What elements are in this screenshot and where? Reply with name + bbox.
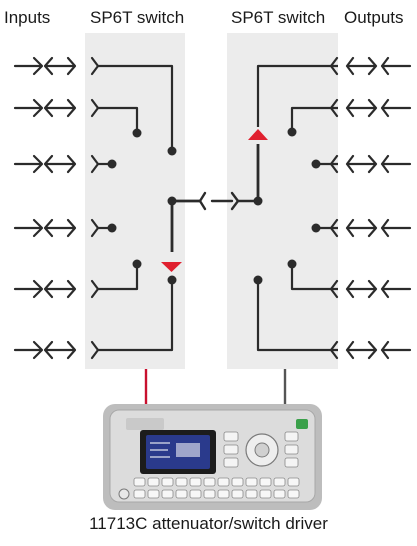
output-connector-icon <box>329 98 412 118</box>
inputs-label: Inputs <box>4 8 51 27</box>
instrument-icon <box>103 404 322 510</box>
outputs-label: Outputs <box>344 8 404 27</box>
output-connector-icon <box>329 279 412 299</box>
input-connectors <box>13 56 100 360</box>
input-connector-icon <box>13 56 100 76</box>
switch-arrow-icon <box>161 262 182 272</box>
right-port-1-trace <box>256 64 338 127</box>
input-connector-icon <box>13 98 100 118</box>
left-port-6-trace <box>98 282 174 352</box>
right-switch-wiring <box>256 64 338 352</box>
left-switch-label: SP6T switch <box>90 8 185 27</box>
switch-arrow-icon <box>248 129 268 140</box>
input-connector-icon <box>13 154 100 174</box>
input-connector-icon <box>13 218 100 238</box>
right-port-2-trace <box>290 106 338 130</box>
right-port-6-trace <box>256 282 338 352</box>
left-port-2-trace <box>98 106 139 131</box>
device-caption: 11713C attenuator/switch driver <box>89 514 328 533</box>
left-common-arm <box>170 199 200 252</box>
output-connector-icon <box>329 56 412 76</box>
left-port-5-trace <box>98 266 139 291</box>
output-connectors <box>329 56 412 360</box>
output-connector-icon <box>329 340 412 360</box>
right-switch-contacts <box>253 127 321 285</box>
output-connector-icon <box>329 154 412 174</box>
left-port-1-trace <box>98 64 174 149</box>
input-connector-icon <box>13 279 100 299</box>
output-connector-icon <box>329 218 412 238</box>
input-connector-icon <box>13 340 100 360</box>
right-port-5-trace <box>290 266 338 291</box>
left-switch-contacts <box>107 128 177 285</box>
right-switch-label: SP6T switch <box>231 8 326 27</box>
